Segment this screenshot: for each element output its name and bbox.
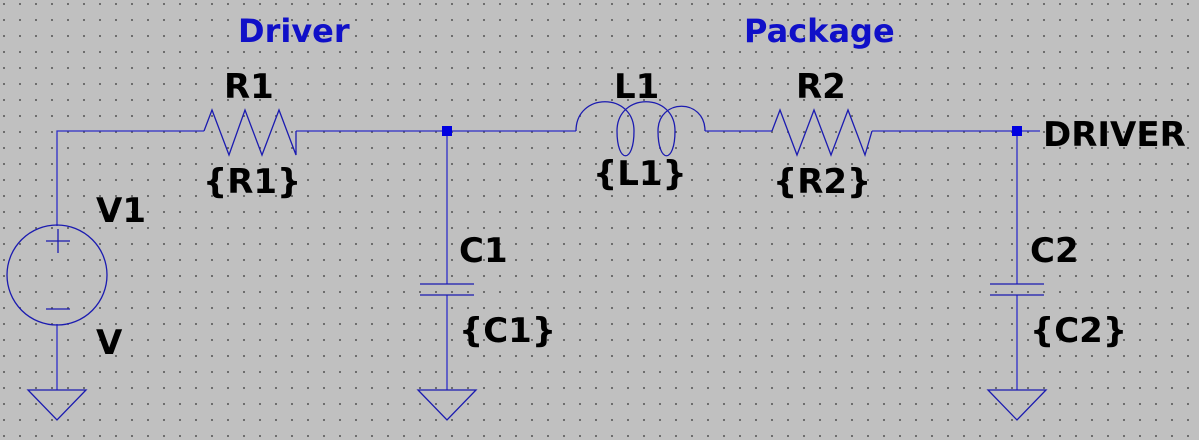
ground-symbol-c1[interactable]: [416, 389, 478, 421]
r1-name-label: R1: [224, 67, 274, 107]
v1-value-label: V: [96, 323, 123, 363]
capacitor-c1[interactable]: [420, 283, 474, 296]
c1-value-label: {C1}: [459, 311, 556, 351]
l1-value-label: {L1}: [593, 154, 687, 194]
c2-name-label: C2: [1030, 231, 1079, 271]
c1-name-label: C1: [459, 231, 508, 271]
v1-name-label: V1: [96, 191, 146, 231]
ground-symbol-v1[interactable]: [26, 389, 88, 421]
capacitor-c2[interactable]: [990, 283, 1044, 296]
r1-value-label: {R1}: [203, 162, 301, 202]
wire-v1-top-to-r1[interactable]: [56, 130, 204, 226]
c2-value-label: {C2}: [1030, 311, 1127, 351]
resistor-r1[interactable]: [203, 108, 297, 157]
voltage-source-v1[interactable]: [6, 224, 108, 326]
l1-name-label: L1: [614, 67, 659, 107]
inductor-l1[interactable]: [575, 101, 706, 157]
title-package: Package: [744, 12, 895, 50]
junction-node2[interactable]: [1012, 126, 1022, 136]
r2-value-label: {R2}: [773, 162, 871, 202]
title-driver: Driver: [238, 12, 350, 50]
resistor-r2[interactable]: [771, 108, 873, 158]
r2-name-label: R2: [796, 67, 846, 107]
junction-node1[interactable]: [442, 126, 452, 136]
ground-symbol-c2[interactable]: [986, 389, 1048, 421]
net-label-driver[interactable]: DRIVER: [1043, 115, 1186, 155]
